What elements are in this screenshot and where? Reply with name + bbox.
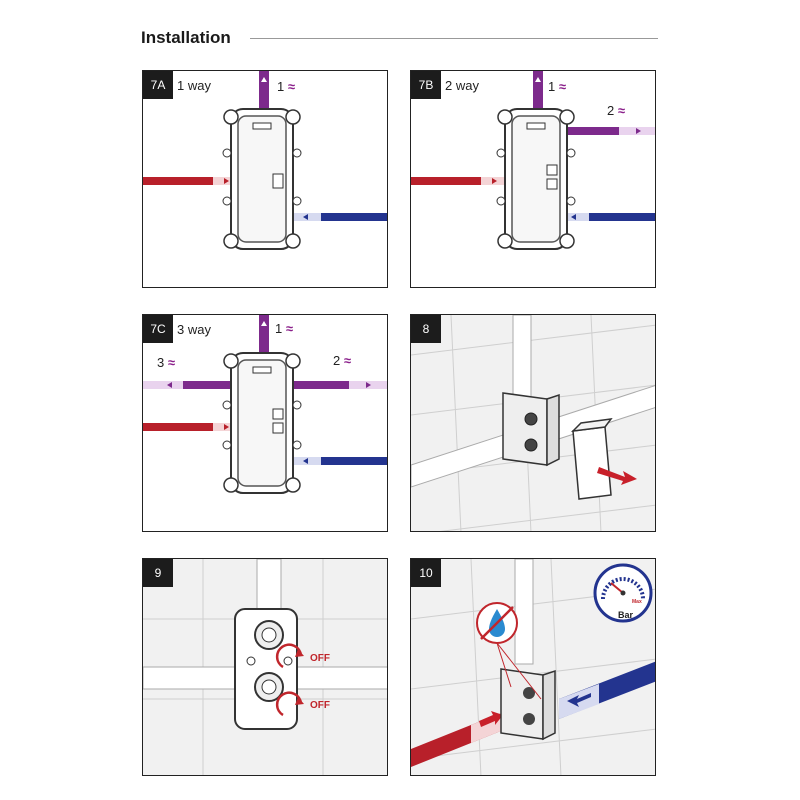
cold-inlet-pipe <box>293 213 387 221</box>
outlet-number: 3 <box>157 355 165 370</box>
off-label-bottom: OFF <box>310 700 330 711</box>
panel-10-pressure-test: 10 Bar Max <box>410 558 656 776</box>
step-caption: 1 way <box>177 78 211 93</box>
water-wave-icon: ≈ <box>285 321 293 336</box>
panel-8-remove-cover: 8 <box>410 314 656 532</box>
off-label-top: OFF <box>310 653 330 664</box>
shutoff-diagram <box>143 559 387 775</box>
step-badge: 10 <box>411 559 441 587</box>
flow-arrow-icon <box>567 693 591 707</box>
valve-box <box>500 668 544 740</box>
outlet-1-label: 1 ≈ <box>277 79 295 94</box>
hot-inlet-pipe <box>143 423 233 431</box>
step-badge: 8 <box>411 315 441 343</box>
cold-inlet-pipe <box>293 457 387 465</box>
outlet-2-label: 2 ≈ <box>607 103 625 118</box>
protective-cover <box>572 426 612 500</box>
panel-7c-three-way: 7C 3 way 1 ≈ 2 ≈ 3 ≈ <box>142 314 388 532</box>
outlet-3-label: 3 ≈ <box>157 355 175 370</box>
outlet-number: 2 <box>333 353 341 368</box>
outlet-number: 2 <box>607 103 615 118</box>
step-caption: 2 way <box>445 78 479 93</box>
valve-diagram-7c <box>143 315 387 494</box>
vertical-pipe <box>512 315 532 401</box>
flow-arrow-icon <box>597 467 637 485</box>
shutoff-arrow-icon <box>275 643 303 669</box>
outlet-number: 1 <box>275 321 283 336</box>
title-divider <box>250 38 658 39</box>
panel-7a-one-way: 7A 1 way 1 ≈ <box>142 70 388 288</box>
panel-9-shutoff: 9 OFF OFF <box>142 558 388 776</box>
gauge-max-label: Max <box>632 599 642 605</box>
step-caption: 3 way <box>177 322 211 337</box>
outlet-pipe-up <box>259 71 269 109</box>
step-badge: 7A <box>143 71 173 99</box>
step-badge: 7C <box>143 315 173 343</box>
water-wave-icon: ≈ <box>287 79 295 94</box>
outlet-pipe-right <box>561 127 655 135</box>
valve-diagram-7a <box>143 71 387 250</box>
vertical-pipe <box>256 559 282 610</box>
outlet-pipe-right <box>293 381 387 389</box>
step-badge: 9 <box>143 559 173 587</box>
shutoff-arrow-icon <box>275 691 303 717</box>
outlet-pipe-up <box>533 71 543 109</box>
water-wave-icon: ≈ <box>617 103 625 118</box>
water-wave-icon: ≈ <box>558 79 566 94</box>
pressure-test-diagram <box>411 559 655 775</box>
vertical-pipe <box>514 559 534 665</box>
hot-inlet-pipe <box>411 177 501 185</box>
mounted-valve-diagram <box>411 315 655 531</box>
panel-7b-two-way: 7B 2 way 1 ≈ 2 ≈ <box>410 70 656 288</box>
outlet-number: 1 <box>277 79 285 94</box>
page-title: Installation <box>141 28 231 47</box>
outlet-pipe-up <box>259 315 269 353</box>
hot-inlet-pipe <box>143 177 233 185</box>
valve-diagram-7b <box>411 71 655 250</box>
gauge-unit-label: Bar <box>618 610 634 620</box>
outlet-pipe-left <box>143 381 233 389</box>
outlet-2-label: 2 ≈ <box>333 353 351 368</box>
step-badge: 7B <box>411 71 441 99</box>
flow-arrow-icon <box>479 711 503 727</box>
cold-inlet-pipe <box>561 213 655 221</box>
water-wave-icon: ≈ <box>343 353 351 368</box>
outlet-1-label: 1 ≈ <box>275 321 293 336</box>
outlet-number: 1 <box>548 79 556 94</box>
valve-box <box>502 392 548 466</box>
water-wave-icon: ≈ <box>167 355 175 370</box>
outlet-1-label: 1 ≈ <box>548 79 566 94</box>
